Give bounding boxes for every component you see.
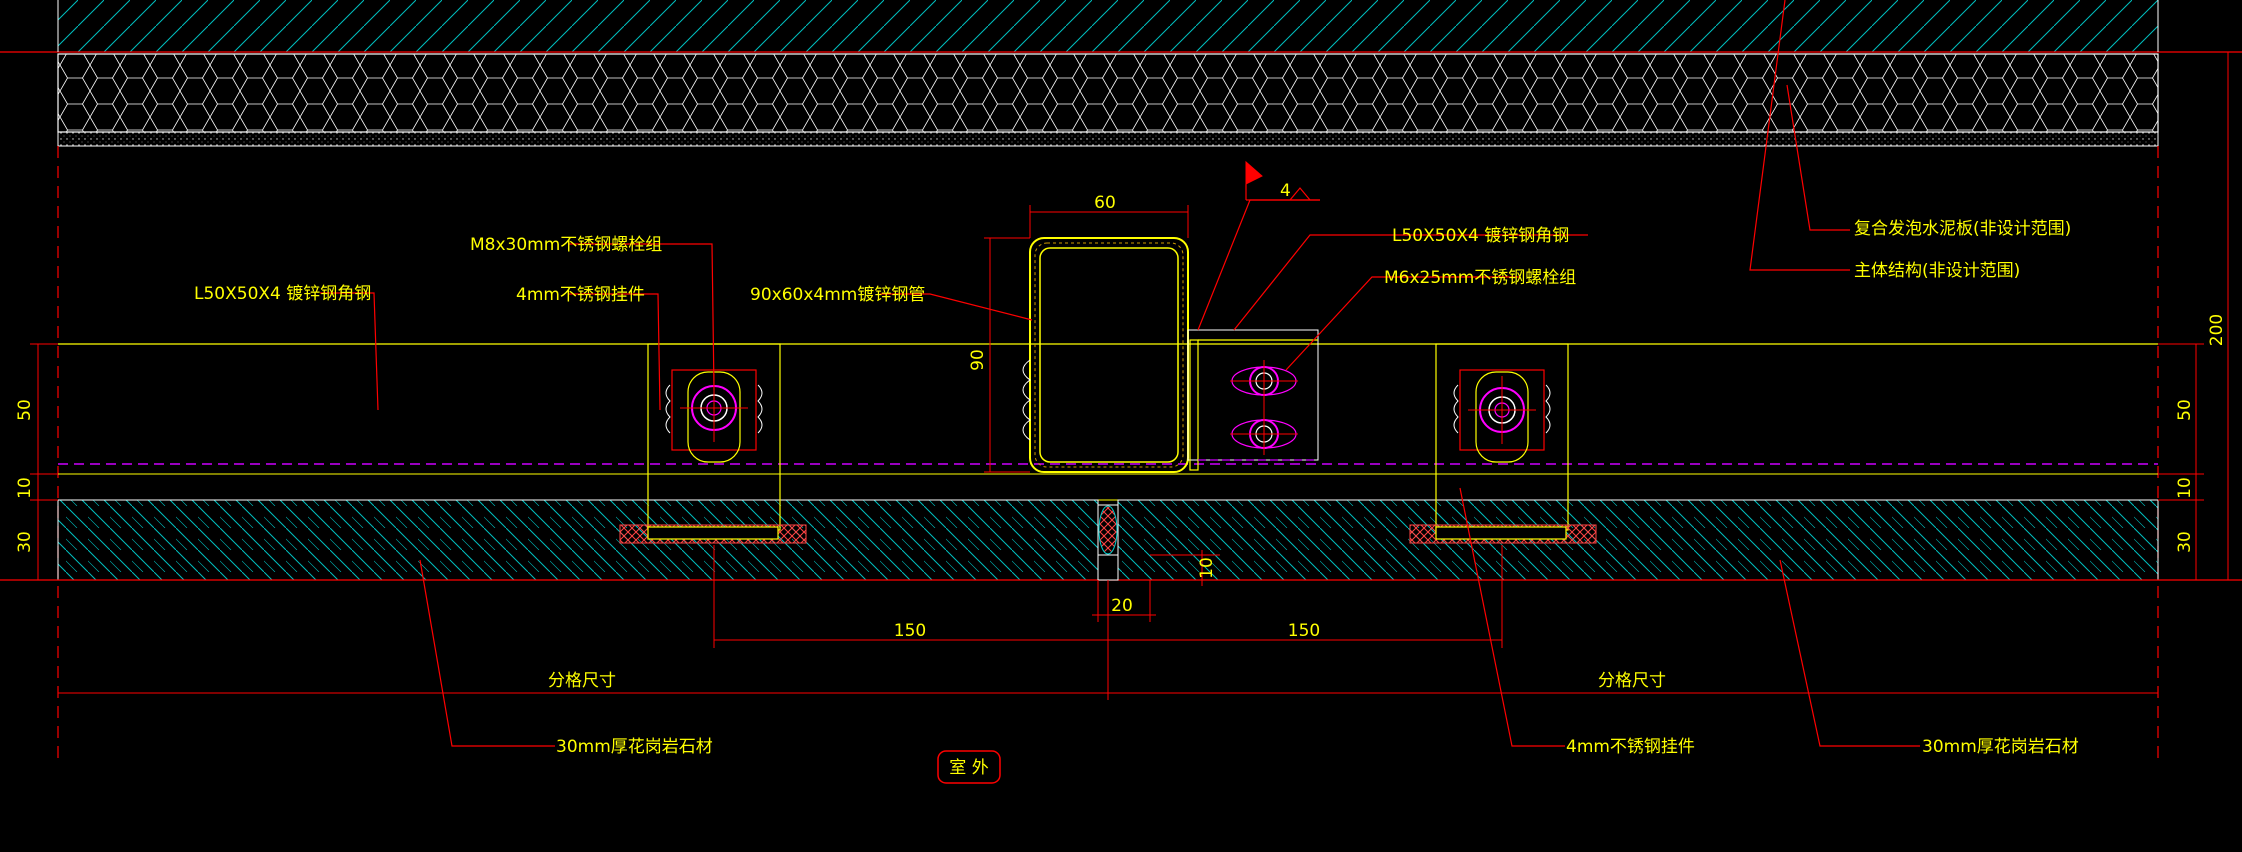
dim-grid-right: 分格尺寸 bbox=[1598, 671, 1666, 691]
left-hanger bbox=[619, 343, 807, 544]
label-bolt-m8: M8x30mm不锈钢螺栓组 bbox=[470, 235, 662, 255]
angle-band bbox=[58, 343, 2158, 501]
dim-joint-10: 10 bbox=[1197, 557, 1217, 579]
dim-left-10: 10 bbox=[15, 477, 35, 499]
label-steel-tube: 90x60x4mm镀锌钢管 bbox=[750, 285, 925, 305]
dim-left-30: 30 bbox=[15, 531, 35, 553]
dim-span-left: 150 bbox=[894, 621, 926, 641]
label-bolt-m6: M6x25mm不锈钢螺栓组 bbox=[1384, 268, 1576, 288]
dim-joint-20: 20 bbox=[1111, 596, 1133, 616]
label-granite-left: 30mm厚花岗岩石材 bbox=[556, 737, 713, 757]
text-labels: L50X50X4 镀锌钢角钢 M8x30mm不锈钢螺栓组 4mm不锈钢挂件 90… bbox=[194, 219, 2079, 757]
right-hanger bbox=[1409, 343, 1597, 544]
label-main-structure: 主体结构(非设计范围) bbox=[1854, 261, 2020, 281]
label-hanger-left: 4mm不锈钢挂件 bbox=[516, 285, 645, 305]
dim-span-right: 150 bbox=[1288, 621, 1320, 641]
outdoor-label: 室 外 bbox=[949, 758, 988, 778]
dim-right-50: 50 bbox=[2175, 399, 2195, 421]
granite-stone bbox=[0, 499, 2242, 581]
dim-right-30: 30 bbox=[2175, 531, 2195, 553]
outdoor-tag: 室 外 bbox=[937, 750, 1001, 784]
dim-right-200: 200 bbox=[2207, 314, 2227, 346]
label-angle-right: L50X50X4 镀锌钢角钢 bbox=[1392, 226, 1569, 246]
leader-lines bbox=[320, 0, 1920, 747]
dimension-lines bbox=[30, 51, 2242, 700]
angle-bracket bbox=[1187, 329, 1319, 471]
insulation-board bbox=[57, 53, 2159, 147]
edge-lines bbox=[57, 146, 2159, 760]
label-hanger-right: 4mm不锈钢挂件 bbox=[1566, 737, 1695, 757]
dim-tube-width: 60 bbox=[1094, 193, 1116, 213]
dim-right-10: 10 bbox=[2175, 477, 2195, 499]
dim-tube-height: 90 bbox=[968, 349, 988, 371]
label-granite-right: 30mm厚花岗岩石材 bbox=[1922, 737, 2079, 757]
label-insulation-board: 复合发泡水泥板(非设计范围) bbox=[1854, 219, 2071, 239]
dim-weld: 4 bbox=[1280, 181, 1291, 201]
label-angle-left: L50X50X4 镀锌钢角钢 bbox=[194, 284, 371, 304]
dim-grid-left: 分格尺寸 bbox=[548, 671, 616, 691]
dimension-texts: 60 90 4 50 10 30 200 50 10 30 20 10 150 … bbox=[15, 181, 2227, 691]
weld-symbol bbox=[1245, 160, 1320, 201]
main-structure bbox=[0, 0, 2242, 53]
steel-tube bbox=[1022, 237, 1189, 473]
dim-left-50: 50 bbox=[15, 399, 35, 421]
